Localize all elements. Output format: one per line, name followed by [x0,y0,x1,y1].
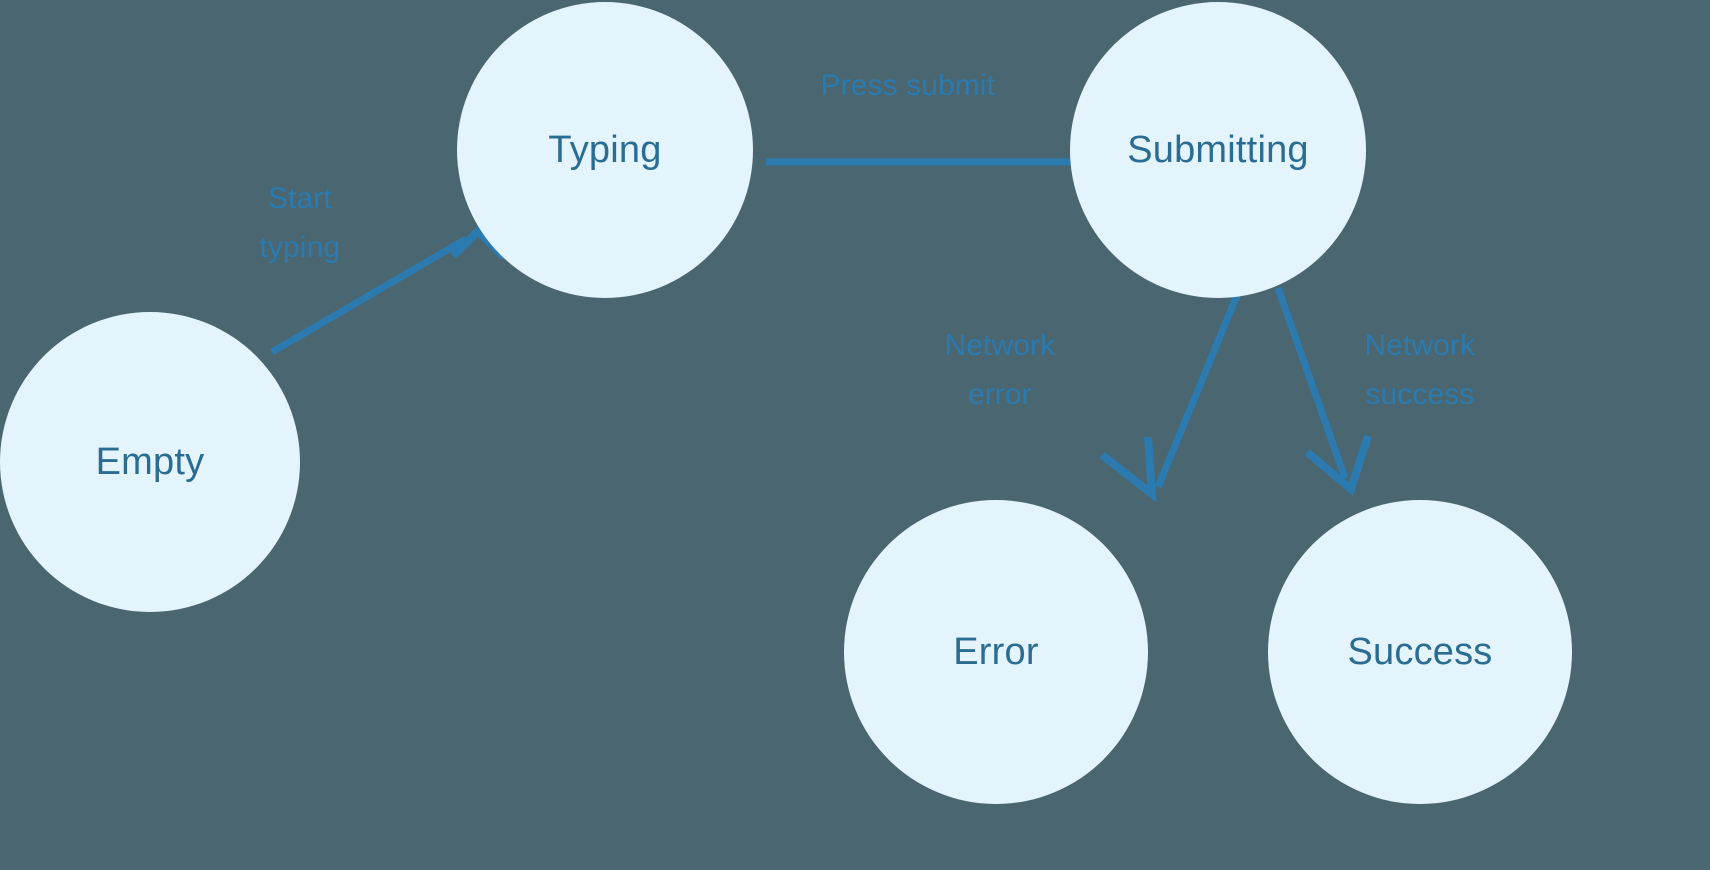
arrowhead-submitting-to-success [1304,434,1372,496]
edge-submitting-to-success [1274,286,1372,496]
state-node-submitting-label: Submitting [1127,129,1309,171]
state-node-error[interactable]: Error [844,500,1148,804]
arrowhead-submitting-to-error [1099,436,1157,503]
edge-line-submitting-to-success [1274,286,1349,480]
edge-label-network-success: Network success [1364,329,1476,411]
state-node-submitting[interactable]: Submitting [1070,2,1366,298]
edge-submitting-to-error [1099,286,1244,503]
state-node-empty-label: Empty [95,441,205,483]
state-node-error-label: Error [953,631,1039,673]
edge-label-start-typing: Start typing [259,182,341,264]
state-node-typing[interactable]: Typing [457,2,753,298]
state-node-typing-label: Typing [548,129,662,171]
edge-label-network-error: Network error [944,329,1056,411]
edge-line-submitting-to-error [1154,286,1244,489]
edge-label-press-submit: Press submit [820,69,996,102]
state-node-empty[interactable]: Empty [0,312,300,612]
state-node-success[interactable]: Success [1268,500,1572,804]
state-node-success-label: Success [1347,631,1493,673]
edge-line-empty-to-typing [270,235,468,356]
